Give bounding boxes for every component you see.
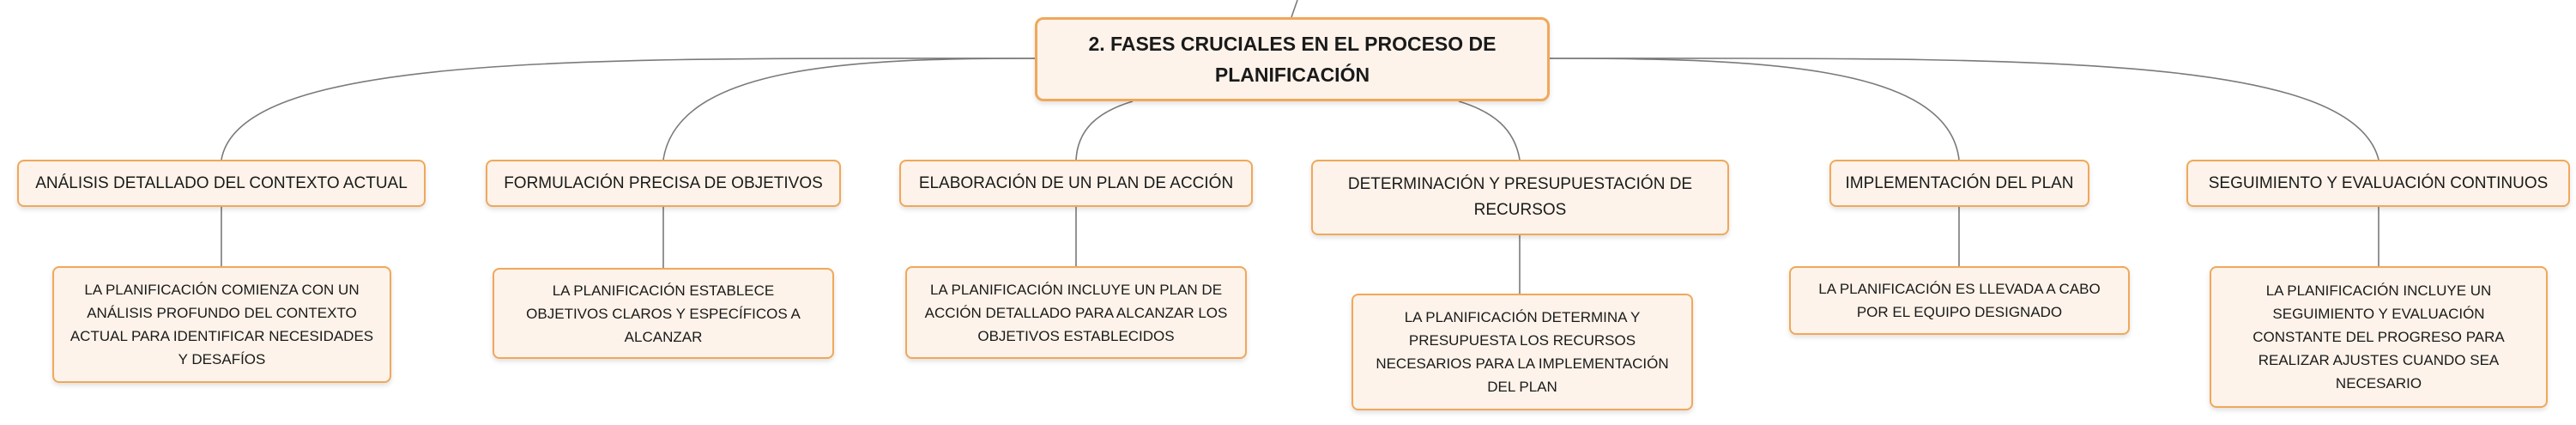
detail-seguimiento[interactable]: LA PLANIFICACIÓN INCLUYE UN SEGUIMIENTO …: [2210, 266, 2548, 408]
connector-root-to-branch-2: [662, 58, 1036, 161]
branch-contexto-actual[interactable]: ANÁLISIS DETALLADO DEL CONTEXTO ACTUAL: [17, 160, 426, 207]
branch-title: ELABORACIÓN DE UN PLAN DE ACCIÓN: [918, 173, 1234, 192]
detail-recursos[interactable]: LA PLANIFICACIÓN DETERMINA Y PRESUPUESTA…: [1351, 294, 1693, 410]
connector-root-to-branch-3: [1075, 100, 1134, 161]
branch-title: DETERMINACIÓN Y PRESUPUESTACIÓN DE RECUR…: [1347, 175, 1693, 219]
detail-implementacion[interactable]: LA PLANIFICACIÓN ES LLEVADA A CABO POR E…: [1789, 266, 2130, 335]
connector-root-to-branch-4: [1458, 100, 1521, 161]
connector-parent-to-root: [1291, 0, 1298, 18]
connector-root-to-branch-6: [1549, 58, 2379, 161]
connector-root-to-branch-5: [1549, 58, 1960, 161]
branch-plan-de-accion[interactable]: ELABORACIÓN DE UN PLAN DE ACCIÓN: [899, 160, 1253, 207]
connector-root-to-branch-1: [221, 58, 1036, 161]
detail-contexto-actual[interactable]: LA PLANIFICACIÓN COMIENZA CON UN ANÁLISI…: [52, 266, 391, 383]
branch-title: SEGUIMIENTO Y EVALUACIÓN CONTINUOS: [2208, 173, 2549, 192]
branch-implementacion[interactable]: IMPLEMENTACIÓN DEL PLAN: [1829, 160, 2089, 207]
detail-text: LA PLANIFICACIÓN ESTABLECE OBJETIVOS CLA…: [526, 282, 801, 345]
branch-title: IMPLEMENTACIÓN DEL PLAN: [1845, 173, 2074, 192]
detail-text: LA PLANIFICACIÓN ES LLEVADA A CABO POR E…: [1818, 281, 2101, 320]
detail-plan-de-accion[interactable]: LA PLANIFICACIÓN INCLUYE UN PLAN DE ACCI…: [905, 266, 1247, 359]
detail-text: LA PLANIFICACIÓN INCLUYE UN SEGUIMIENTO …: [2252, 282, 2505, 392]
branch-title: ANÁLISIS DETALLADO DEL CONTEXTO ACTUAL: [35, 173, 408, 192]
branch-recursos[interactable]: DETERMINACIÓN Y PRESUPUESTACIÓN DE RECUR…: [1311, 160, 1729, 235]
root-topic-title: 2. FASES CRUCIALES EN EL PROCESO DE PLAN…: [1088, 33, 1497, 86]
root-topic[interactable]: 2. FASES CRUCIALES EN EL PROCESO DE PLAN…: [1035, 17, 1550, 101]
branch-title: FORMULACIÓN PRECISA DE OBJETIVOS: [504, 173, 823, 192]
detail-objetivos[interactable]: LA PLANIFICACIÓN ESTABLECE OBJETIVOS CLA…: [493, 268, 834, 359]
detail-text: LA PLANIFICACIÓN DETERMINA Y PRESUPUESTA…: [1376, 309, 1669, 395]
detail-text: LA PLANIFICACIÓN INCLUYE UN PLAN DE ACCI…: [924, 281, 1228, 344]
detail-text: LA PLANIFICACIÓN COMIENZA CON UN ANÁLISI…: [70, 282, 374, 367]
branch-objetivos[interactable]: FORMULACIÓN PRECISA DE OBJETIVOS: [486, 160, 841, 207]
branch-seguimiento[interactable]: SEGUIMIENTO Y EVALUACIÓN CONTINUOS: [2186, 160, 2570, 207]
